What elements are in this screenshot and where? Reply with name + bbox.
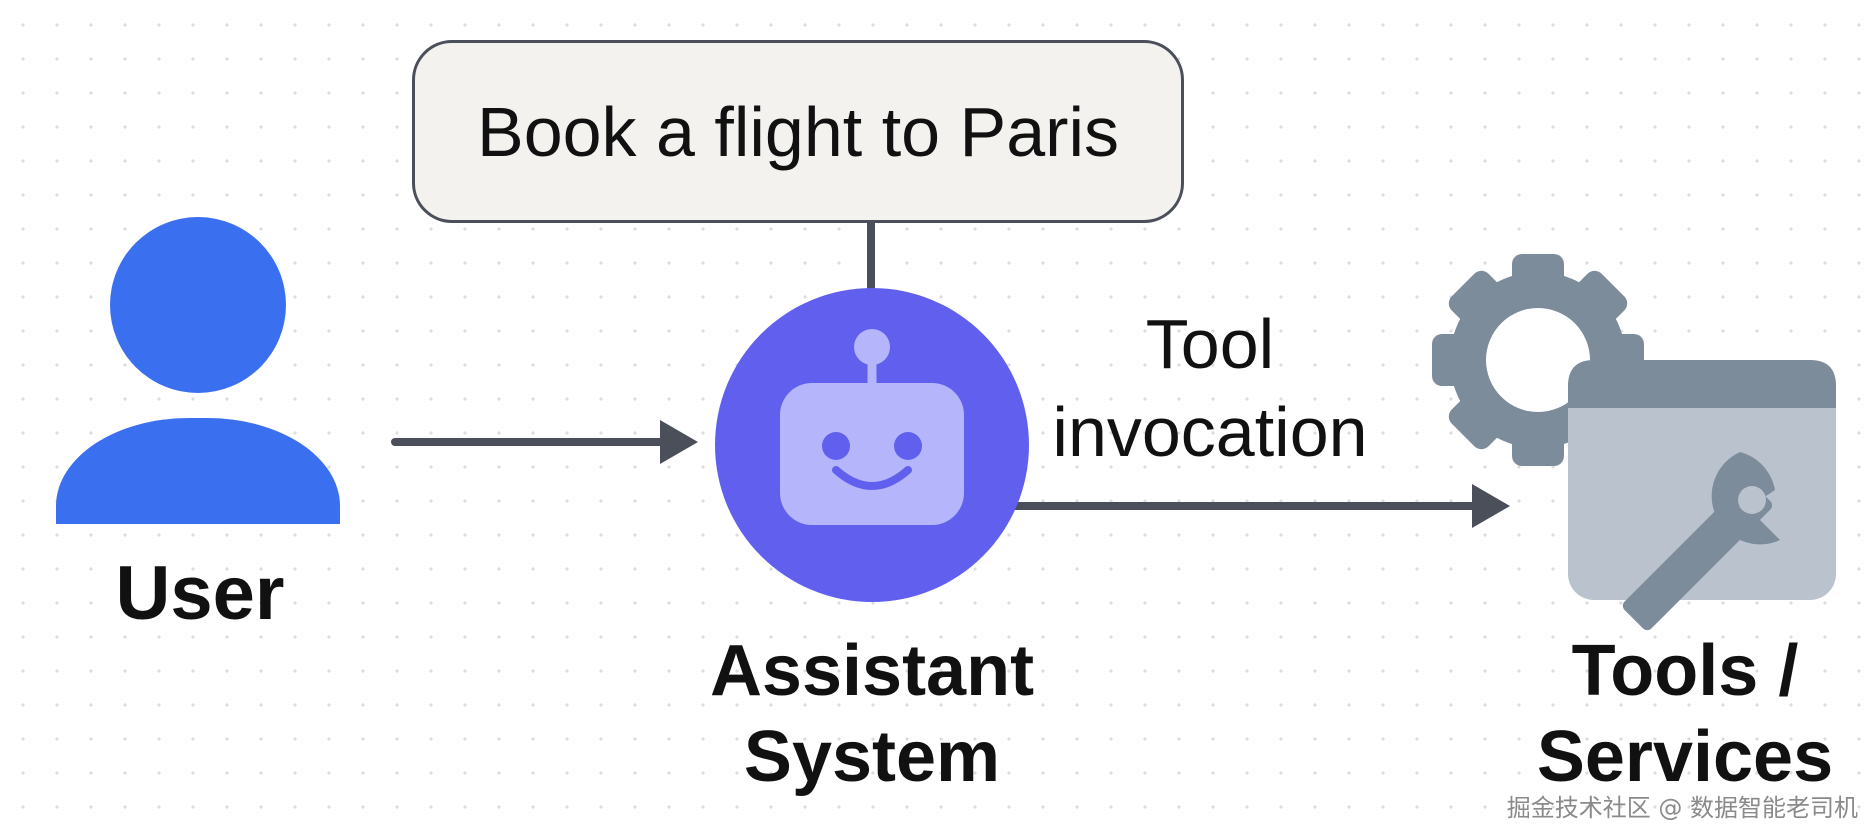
assistant-label-line2: System (743, 717, 1001, 797)
user-to-assistant-arrow (391, 420, 698, 464)
user-icon (56, 217, 340, 524)
tool-invocation-label-line2: invocation (1052, 393, 1368, 471)
watermark: 掘金技术社区 @ 数据智能老司机 (1506, 794, 1858, 822)
assistant-label-line1: Assistant (709, 631, 1035, 711)
tool-invocation-label: Tool invocation (1040, 300, 1380, 476)
assistant-label: Assistant System (672, 628, 1072, 800)
tool-invocation-arrow (1010, 484, 1510, 528)
request-bubble: Book a flight to Paris (412, 40, 1184, 223)
request-text: Book a flight to Paris (477, 92, 1119, 171)
tool-invocation-label-line1: Tool (1145, 305, 1275, 383)
tools-label: Tools / Services (1500, 628, 1870, 800)
tools-label-line2: Services (1536, 717, 1834, 797)
gear-wrench-icon (1432, 254, 1836, 631)
tools-label-line1: Tools / (1571, 631, 1799, 711)
user-label: User (115, 551, 285, 636)
robot-icon (715, 288, 1029, 602)
